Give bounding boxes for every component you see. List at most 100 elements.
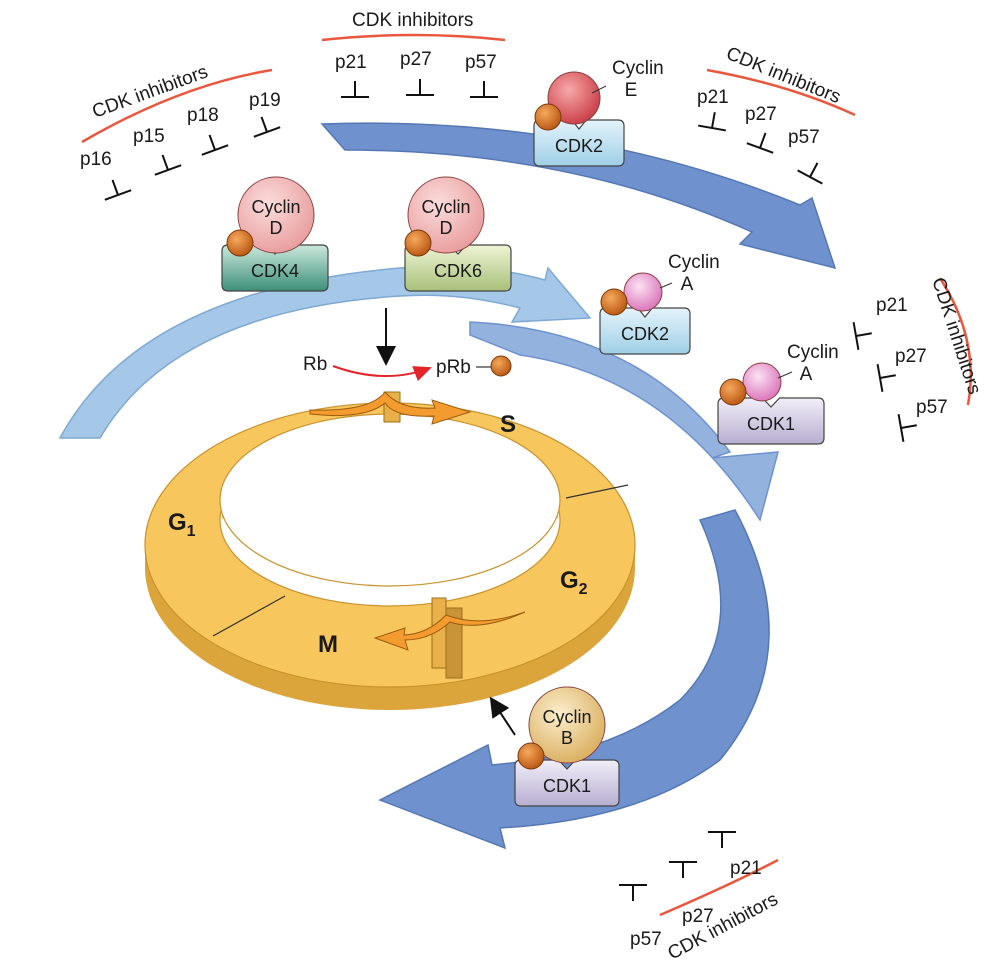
inhibition-symbol — [104, 179, 132, 201]
inhibitor-header: CDK inhibitors — [352, 10, 473, 31]
inhibition-symbol — [876, 364, 896, 392]
inhibitor-label-p57: p57 — [630, 929, 662, 950]
phosphate-ball — [534, 103, 562, 131]
cdk-body — [717, 397, 825, 445]
cyclin-letter: E — [625, 80, 638, 101]
phosphate-ball — [226, 229, 254, 257]
phase-g1-label: G1 — [168, 509, 196, 540]
inhibition-symbol — [852, 322, 872, 350]
phosphate-ball — [719, 378, 747, 406]
cyclin-sphere — [237, 176, 315, 254]
cdk-body — [221, 244, 329, 292]
inhibitor-label-p21: p21 — [697, 87, 729, 108]
inhibition-symbol — [470, 81, 498, 98]
cyclin-sphere — [547, 71, 601, 125]
cdk-body — [514, 759, 620, 807]
inhibitor-group-g2: CDK inhibitors p21 p27 p57 — [321, 10, 506, 98]
cell-cycle-ring — [144, 391, 636, 710]
cyclin-letter: D — [270, 218, 283, 238]
phase-s-label: S — [500, 411, 516, 438]
inhibitor-label-p21: p21 — [876, 295, 908, 316]
inhibition-symbol — [341, 81, 369, 98]
cyclin-sphere — [742, 362, 782, 402]
cyclin-letter: D — [440, 218, 453, 238]
inhibitor-group-g4: CDK inhibitors p21 p27 p57 — [852, 275, 985, 442]
cyclin-label: Cyclin — [251, 197, 300, 217]
cyclin-label: Cyclin — [787, 342, 839, 363]
inhibitor-label-p21: p21 — [335, 52, 367, 73]
inhibition-symbol — [619, 884, 647, 901]
cyclin-sphere — [623, 272, 663, 312]
cdk-label: CDK4 — [251, 261, 299, 281]
inhibitor-header: CDK inhibitors — [723, 43, 843, 108]
cyclin-label: Cyclin — [612, 58, 664, 79]
cdk-label: CDK1 — [747, 414, 795, 434]
inhibitor-label-p27: p27 — [895, 346, 927, 367]
arrow-early-g1 — [58, 265, 592, 439]
inhibitor-label-p21: p21 — [730, 858, 762, 879]
inhibition-symbol — [698, 112, 726, 132]
cdk-label: CDK2 — [555, 136, 603, 156]
cyclinb-to-m-arrow — [489, 696, 516, 736]
inhibition-symbol — [253, 116, 281, 138]
inhibition-symbol — [797, 162, 823, 185]
inhibitor-label-p27: p27 — [682, 906, 714, 927]
phase-g2-label: G2 — [560, 567, 588, 598]
inhibitor-label-p57: p57 — [465, 52, 497, 73]
cdk-body — [533, 119, 625, 167]
inhibitor-group-underline — [938, 277, 972, 406]
prb-label: pRb — [436, 357, 471, 378]
inhibitor-label-p18: p18 — [187, 105, 219, 126]
inhibitor-label-p19: p19 — [249, 90, 281, 111]
inhibitor-label-p57: p57 — [788, 127, 820, 148]
rb-red-arrow — [332, 365, 432, 382]
arrow-g2-m — [378, 509, 770, 850]
cyclin-letter: A — [681, 274, 694, 295]
cdk-body — [404, 244, 512, 292]
cdk-label: CDK6 — [434, 261, 482, 281]
inhibition-symbol — [746, 132, 774, 154]
phosphate-ball — [404, 229, 432, 257]
inhibition-symbol — [897, 414, 917, 442]
inhibition-symbol — [669, 861, 697, 878]
cyclin-label: Cyclin — [421, 197, 470, 217]
inhibitor-label-p15: p15 — [133, 126, 165, 147]
cdk-body — [599, 307, 691, 355]
inhibitor-label-p27: p27 — [400, 49, 432, 70]
inhibitor-group-underline — [706, 68, 856, 117]
inhibition-symbol — [154, 154, 182, 176]
inhibitor-group-underline — [81, 68, 273, 144]
cyclin-letter: B — [561, 728, 573, 748]
inhibitor-group-underline — [659, 858, 779, 917]
phosphate-ball — [517, 742, 545, 770]
cdk-label: CDK1 — [543, 776, 591, 796]
inhibition-symbol — [201, 134, 229, 156]
inhibition-symbol — [406, 79, 434, 96]
phosphate-ball — [600, 288, 628, 316]
cyclin-letter: A — [800, 364, 813, 385]
cyclin-sphere — [528, 686, 606, 764]
prb-phosphate — [490, 355, 512, 377]
rb-label: Rb — [303, 354, 327, 375]
inhibition-symbol — [708, 831, 736, 848]
inhibitor-label-p57: p57 — [916, 397, 948, 418]
cyclin-label: Cyclin — [542, 707, 591, 727]
inhibitor-group-underline — [321, 33, 506, 42]
inhibitor-header: CDK inhibitors — [927, 275, 984, 397]
arrow-s-g2 — [469, 321, 779, 522]
cyclin-label: Cyclin — [668, 252, 720, 273]
phase-m-label: M — [318, 631, 338, 658]
inhibitor-label-p16: p16 — [80, 149, 112, 170]
cdk-label: CDK2 — [621, 324, 669, 344]
inhibitor-label-p27: p27 — [745, 104, 777, 125]
